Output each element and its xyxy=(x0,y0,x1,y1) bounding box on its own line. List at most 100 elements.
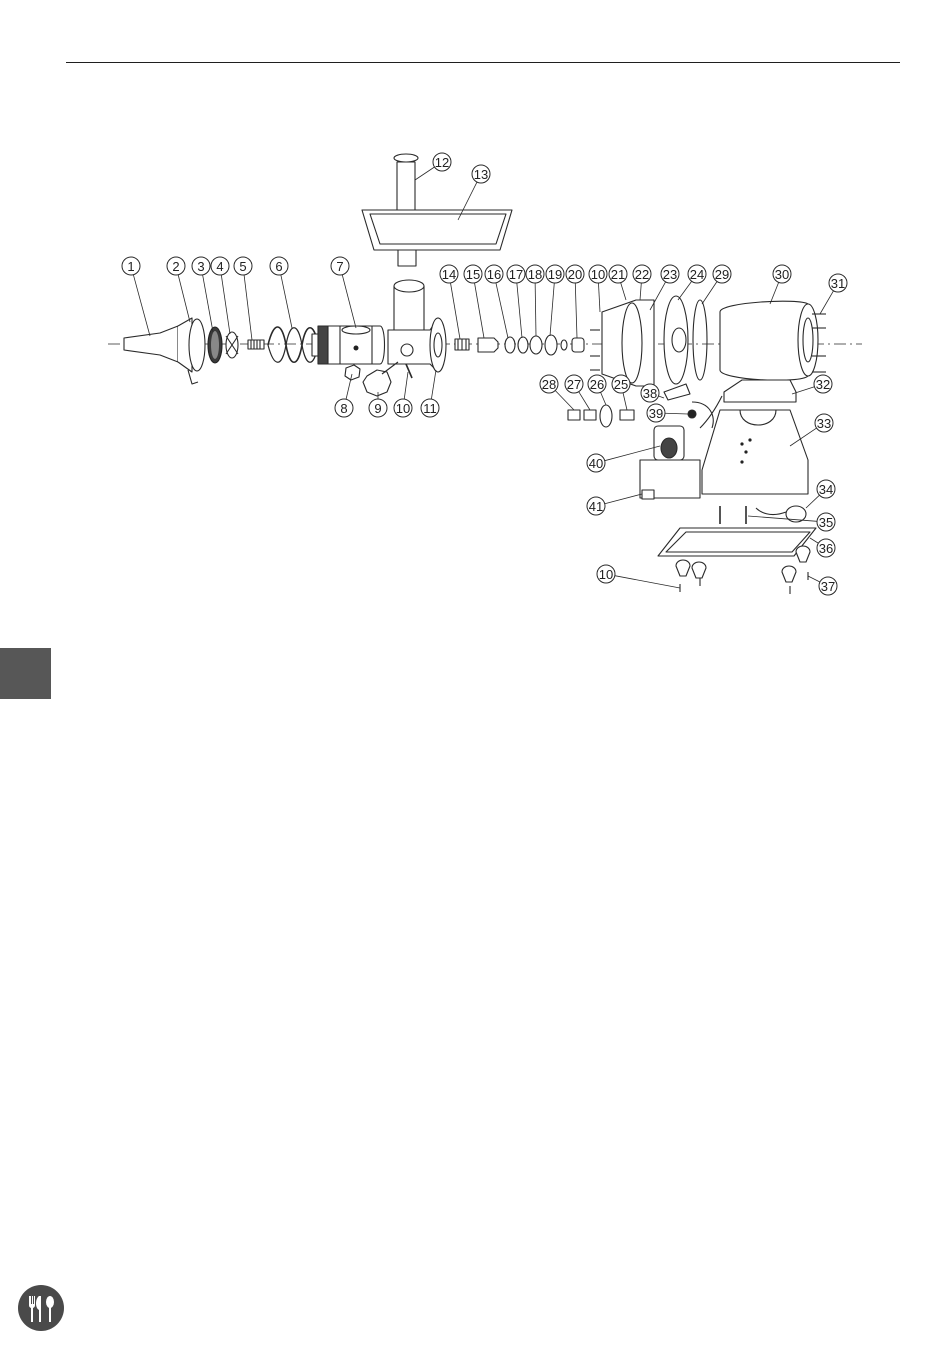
part-callout: 10 xyxy=(589,265,607,283)
part-callout: 10 xyxy=(597,565,615,583)
callout-number: 41 xyxy=(589,499,603,514)
callout-leader xyxy=(658,396,664,398)
part-callout: 39 xyxy=(647,404,665,422)
part-callout: 21 xyxy=(609,265,627,283)
callout-number: 26 xyxy=(590,377,604,392)
callout-leader xyxy=(605,494,642,504)
callout-leader xyxy=(806,495,819,508)
callout-number: 2 xyxy=(172,259,179,274)
part-callout: 18 xyxy=(526,265,544,283)
callout-number: 12 xyxy=(435,155,449,170)
callout-number: 17 xyxy=(509,267,523,282)
callout-leader xyxy=(555,390,574,410)
cutlery-icon xyxy=(17,1284,65,1332)
callout-number: 29 xyxy=(715,267,729,282)
part-callout: 31 xyxy=(829,274,847,292)
callout-leader xyxy=(678,281,692,300)
parts-drawing xyxy=(108,154,862,594)
callout-number: 18 xyxy=(528,267,542,282)
part-callout: 41 xyxy=(587,497,605,515)
callout-leader xyxy=(605,446,660,461)
part-callout: 37 xyxy=(819,577,837,595)
part-callout: 5 xyxy=(234,257,252,275)
part-callout: 20 xyxy=(566,265,584,283)
callout-number: 7 xyxy=(336,259,343,274)
part-callout: 36 xyxy=(817,539,835,557)
part-callout: 35 xyxy=(817,513,835,531)
callout-number: 31 xyxy=(831,276,845,291)
callout-number: 23 xyxy=(663,267,677,282)
callout-leader xyxy=(244,275,252,340)
callout-leader xyxy=(579,392,590,410)
part-callout: 25 xyxy=(612,375,630,393)
callout-leader xyxy=(475,283,484,338)
callout-leader xyxy=(621,283,626,300)
callout-number: 19 xyxy=(548,267,562,282)
part-callout: 22 xyxy=(633,265,651,283)
part-callout: 40 xyxy=(587,454,605,472)
callout-leader xyxy=(415,167,435,180)
callout-number: 1 xyxy=(127,259,134,274)
callout-leader xyxy=(820,291,833,314)
callout-number: 10 xyxy=(599,567,613,582)
part-callout: 24 xyxy=(688,265,706,283)
callout-number: 36 xyxy=(819,541,833,556)
part-callout: 29 xyxy=(713,265,731,283)
callout-number: 6 xyxy=(275,259,282,274)
callout-number: 30 xyxy=(775,267,789,282)
part-callout: 32 xyxy=(814,375,832,393)
callout-number: 16 xyxy=(487,267,501,282)
callout-number: 8 xyxy=(340,401,347,416)
part-callout: 13 xyxy=(472,165,490,183)
callout-leader xyxy=(451,283,460,339)
callout-number: 20 xyxy=(568,267,582,282)
callout-leader xyxy=(404,372,408,399)
callout-number: 34 xyxy=(819,482,833,497)
callout-leader xyxy=(601,392,606,405)
callout-number: 9 xyxy=(374,401,381,416)
part-callout: 6 xyxy=(270,257,288,275)
part-callout: 30 xyxy=(773,265,791,283)
callout-leader xyxy=(702,281,717,304)
callout-leader xyxy=(535,283,536,336)
callout-number: 39 xyxy=(649,406,663,421)
callout-leader xyxy=(575,283,577,338)
callout-leader xyxy=(431,370,436,399)
callout-number: 13 xyxy=(474,167,488,182)
callout-number: 11 xyxy=(423,401,437,416)
part-callout: 8 xyxy=(335,399,353,417)
callout-number: 25 xyxy=(614,377,628,392)
part-callout: 3 xyxy=(192,257,210,275)
part-callout: 27 xyxy=(565,375,583,393)
part-callout: 4 xyxy=(211,257,229,275)
part-callout: 28 xyxy=(540,375,558,393)
callout-leader xyxy=(221,275,230,334)
callout-leader xyxy=(133,275,150,336)
part-callout: 23 xyxy=(661,265,679,283)
callout-leader xyxy=(640,283,641,300)
callout-number: 15 xyxy=(466,267,480,282)
part-callout: 7 xyxy=(331,257,349,275)
part-callout: 9 xyxy=(369,399,387,417)
callout-number: 27 xyxy=(567,377,581,392)
callout-number: 33 xyxy=(817,416,831,431)
callout-leader xyxy=(496,283,508,338)
callout-leader xyxy=(598,283,600,312)
callout-leader xyxy=(748,516,817,521)
callout-leader xyxy=(281,275,292,328)
callout-leader xyxy=(808,576,820,582)
part-callout: 15 xyxy=(464,265,482,283)
callout-number: 24 xyxy=(690,267,704,282)
part-callout: 10 xyxy=(394,399,412,417)
callout-leader xyxy=(550,283,554,336)
part-callout: 17 xyxy=(507,265,525,283)
callout-leader xyxy=(178,275,190,322)
callout-number: 37 xyxy=(821,579,835,594)
callout-leader xyxy=(615,576,680,588)
part-callout: 2 xyxy=(167,257,185,275)
part-callout: 33 xyxy=(815,414,833,432)
callout-number: 10 xyxy=(591,267,605,282)
callout-leader xyxy=(342,275,356,328)
part-callout: 1 xyxy=(122,257,140,275)
